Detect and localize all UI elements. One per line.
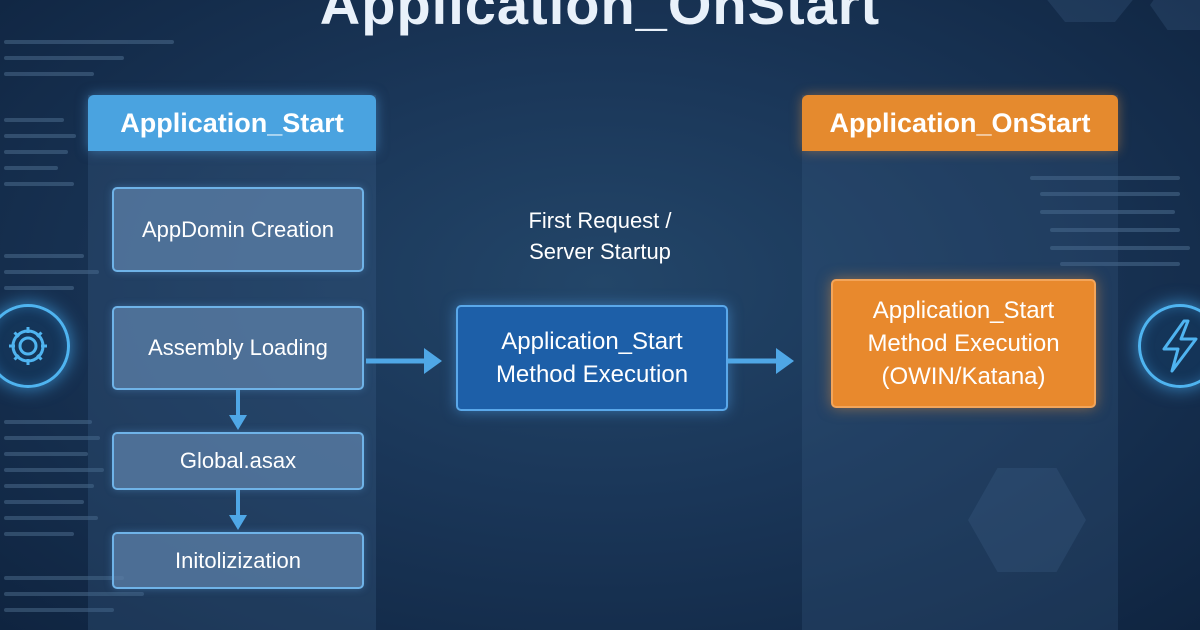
center-box-line2: Method Execution (495, 361, 689, 388)
right-box-line1: Application_Start (872, 297, 1055, 324)
decorative-hexagon-top (1040, 0, 1140, 22)
center-box-line1: Application_Start (501, 328, 683, 355)
step-appdomain-creation: AppDomin Creation (112, 187, 364, 272)
lightning-bolt-icon (1138, 304, 1200, 388)
center-method-box: Application_Start Method Execution (456, 305, 728, 411)
request-label-line1: First Request / (528, 208, 672, 233)
right-method-box: Application_Start Method Execution (OWIN… (831, 279, 1096, 408)
left-column-header: Application_Start (88, 95, 376, 151)
arrow-right-2-head (776, 348, 794, 374)
request-label-line2: Server Startup (529, 239, 671, 264)
right-box-line3: (OWIN/Katana) (881, 363, 1046, 390)
arrow-right-1-head (424, 348, 442, 374)
request-label: First Request / Server Startup (460, 205, 740, 267)
right-box-line2: Method Execution (867, 330, 1060, 357)
gear-icon (0, 304, 70, 388)
step-initialization: Initolizization (112, 532, 364, 589)
page-title: Application_OnStart (319, 0, 881, 36)
right-column-header: Application_OnStart (802, 95, 1118, 151)
step-global-asax: Global.asax (112, 432, 364, 490)
step-assembly-loading: Assembly Loading (112, 306, 364, 390)
